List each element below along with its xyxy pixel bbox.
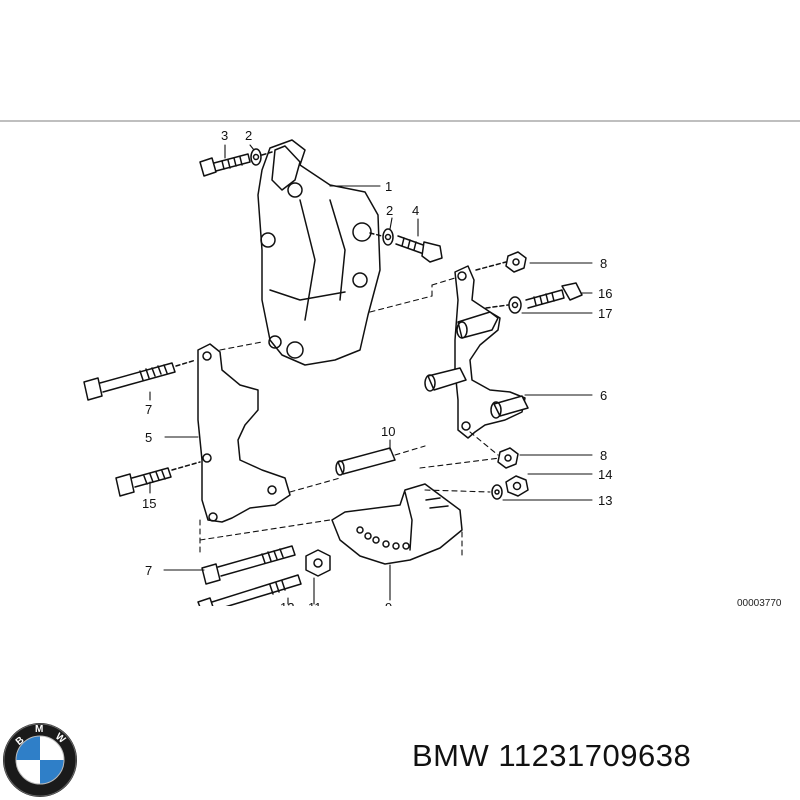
- washer-part-2-top: [250, 148, 262, 166]
- callout-1: 1: [385, 179, 392, 194]
- bmw-logo: B M W: [3, 723, 77, 797]
- assembly-lines: [199, 277, 501, 556]
- bolt-part-7-lower: [201, 545, 296, 585]
- callout-8-top: 8: [600, 256, 607, 271]
- nut-part-11: [305, 549, 331, 577]
- washer-part-13: [491, 484, 503, 500]
- callout-2-right: 2: [386, 203, 393, 218]
- bolt-part-7-top: [83, 362, 176, 401]
- bolt-part-3: [199, 153, 251, 177]
- callout-6: 6: [600, 388, 607, 403]
- nut-part-14: [505, 475, 529, 497]
- part-caption: BMW 11231709638: [412, 738, 691, 774]
- nut-part-8-lower: [497, 447, 519, 469]
- sleeve-part-10: [335, 447, 396, 476]
- bracket-part-9: [331, 483, 463, 565]
- bolt-part-4: [395, 235, 443, 263]
- diagram-reference-code: 00003770: [737, 598, 782, 609]
- logo-letter-m: M: [35, 724, 43, 735]
- brand-name: BMW: [412, 738, 490, 773]
- bolt-part-15: [115, 467, 172, 497]
- callout-7-top: 7: [145, 402, 152, 417]
- part-number: 11231709638: [498, 738, 692, 773]
- callout-4: 4: [412, 203, 419, 218]
- callout-8-lower: 8: [600, 448, 607, 463]
- bracket-part-1: [257, 139, 381, 366]
- nut-part-8-top: [505, 251, 527, 273]
- callout-10: 10: [381, 424, 395, 439]
- washer-part-2-right: [382, 228, 394, 246]
- callout-2-top: 2: [245, 128, 252, 143]
- callout-14: 14: [598, 467, 612, 482]
- bolt-part-16: [525, 282, 583, 309]
- callout-7-lower: 7: [145, 563, 152, 578]
- washer-part-17: [508, 296, 522, 314]
- leader-lines: [149, 144, 593, 605]
- diagram-crop-mask: [0, 606, 720, 726]
- callout-15: 15: [142, 496, 156, 511]
- callout-5: 5: [145, 430, 152, 445]
- callout-16: 16: [598, 286, 612, 301]
- bracket-part-6: [424, 265, 529, 439]
- callout-13: 13: [598, 493, 612, 508]
- bracket-part-5: [197, 343, 291, 523]
- callout-17: 17: [598, 306, 612, 321]
- callout-3: 3: [221, 128, 228, 143]
